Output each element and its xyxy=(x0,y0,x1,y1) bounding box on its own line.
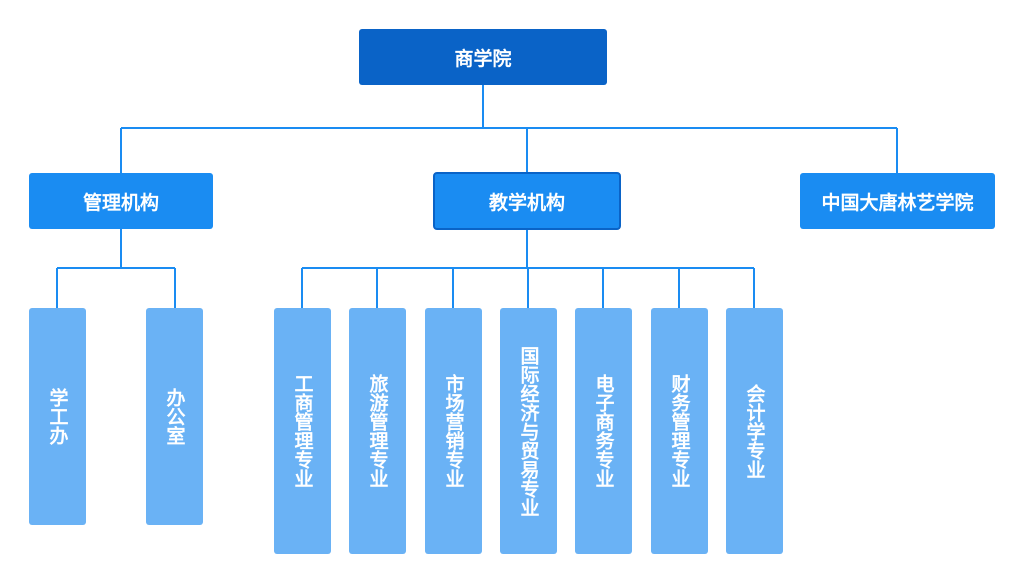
node-marketing-major[interactable]: 市场营销专业 xyxy=(425,308,482,554)
node-business-administration-major[interactable]: 工商管理专业 xyxy=(274,308,331,554)
node-teaching-institutions[interactable]: 教学机构 xyxy=(433,172,621,230)
root-node-business-school[interactable]: 商学院 xyxy=(359,29,607,85)
node-tourism-management-major[interactable]: 旅游管理专业 xyxy=(349,308,406,554)
node-financial-management-major[interactable]: 财务管理专业 xyxy=(651,308,708,554)
node-management-institutions[interactable]: 管理机构 xyxy=(29,173,213,229)
node-international-economics-trade-major[interactable]: 国际经济与贸易专业 xyxy=(500,308,557,554)
node-general-office[interactable]: 办公室 xyxy=(146,308,203,525)
node-e-commerce-major[interactable]: 电子商务专业 xyxy=(575,308,632,554)
node-student-affairs-office[interactable]: 学工办 xyxy=(29,308,86,525)
node-datang-linyi-college[interactable]: 中国大唐林艺学院 xyxy=(800,173,995,229)
node-accounting-major[interactable]: 会计学专业 xyxy=(726,308,783,554)
